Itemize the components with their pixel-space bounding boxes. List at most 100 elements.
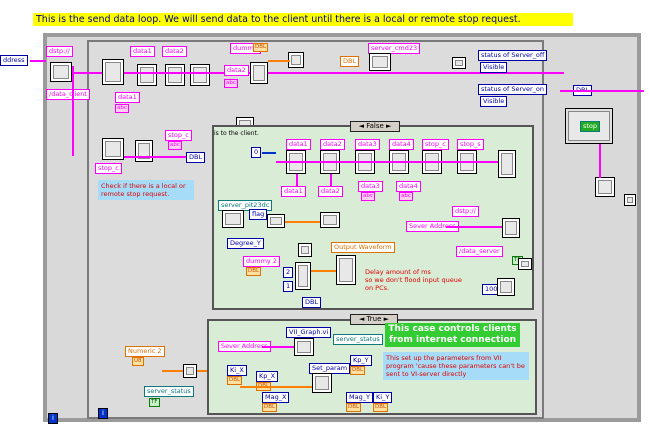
terminal-node[interactable] [595, 177, 615, 197]
index-node[interactable] [298, 243, 312, 257]
wire [296, 174, 298, 186]
wire [446, 226, 502, 228]
server-cmd-tag: server_cmd23 [368, 43, 421, 54]
or-node[interactable] [518, 258, 532, 270]
data1-row-tag: data1 [286, 139, 311, 150]
abc-indicator: abc [399, 192, 413, 201]
build-array-node[interactable] [267, 214, 285, 228]
server-on-tag: status of Server_on [478, 84, 548, 95]
mag-x-tag: Mag_X [262, 392, 290, 403]
data2-top-tag: data2 [162, 46, 187, 57]
waveform-chart-node[interactable] [336, 255, 356, 285]
wire [330, 174, 332, 186]
datasocket-read-node[interactable] [102, 138, 124, 160]
unbundle-node-4[interactable] [250, 62, 268, 84]
dbl-wire-label: DBL [302, 297, 322, 308]
data-client-constant[interactable]: /data_client [46, 89, 90, 100]
outer-loop-index-terminal: i [48, 413, 58, 424]
wire [124, 72, 564, 74]
unbundle-node-1[interactable] [137, 64, 157, 86]
unbundle-node-3[interactable] [190, 64, 210, 86]
case-false-intro: is to the client. [214, 130, 259, 137]
numeric2-tag[interactable]: Numeric 2 [125, 346, 165, 357]
wire [262, 346, 294, 348]
server-pit-tag: server_pit23dc [218, 200, 273, 211]
kp-x-tag: Kp_X [256, 371, 279, 382]
wire [268, 60, 290, 62]
set-param-node[interactable] [312, 373, 332, 393]
wire [72, 72, 102, 74]
tf-indicator: TF [149, 398, 160, 407]
data3-low-tag: data3 [358, 181, 383, 192]
wire [276, 161, 498, 163]
unbundle-node-5[interactable] [135, 140, 153, 162]
zero-constant-a[interactable]: 0 [251, 147, 262, 158]
vi-graph-tag: VII_Graph.vi [286, 327, 332, 338]
check-stop-note: Check if there is a local or remote stop… [98, 180, 194, 200]
wire [124, 156, 190, 158]
stop-condition-node[interactable] [624, 194, 636, 206]
multiply-node[interactable] [320, 212, 340, 228]
mag-y-tag: Mag_Y [346, 392, 373, 403]
vi-graph-node[interactable] [294, 338, 314, 356]
dstp-constant-2[interactable]: dstp:// [452, 206, 479, 217]
unbundle-node-2[interactable] [165, 64, 185, 86]
datasocket-write-node[interactable] [498, 150, 516, 178]
stop-s-row-tag: stop_s [457, 139, 484, 150]
address-input-tag[interactable]: ddress [0, 55, 28, 66]
stop-right-tag[interactable]: stop [580, 121, 601, 132]
compare-node-2[interactable] [183, 364, 197, 378]
array-subset-node[interactable] [295, 262, 311, 290]
not-node[interactable] [452, 57, 466, 69]
data3-row-tag: data3 [355, 139, 380, 150]
data4-row-tag: data4 [389, 139, 414, 150]
dbl-indicator: DBL [227, 376, 243, 385]
table-node[interactable] [369, 53, 391, 71]
wait-ms-node[interactable] [497, 278, 515, 296]
data-server-constant[interactable]: /data_server [456, 246, 503, 257]
visible-tag-1: Visible [480, 62, 508, 73]
dbl-indicator: DBL [253, 43, 269, 52]
dummy2-tag: dummy 2 [243, 256, 280, 267]
one-constant[interactable]: 1 [283, 281, 294, 292]
degree-y-tag: Degree_Y [227, 238, 264, 249]
dbl-indicator: DBL [262, 403, 278, 412]
datasocket-open-node[interactable] [102, 59, 124, 85]
wire [285, 221, 320, 223]
abc-indicator: abc [168, 141, 182, 150]
dbl-indicator: DBL [346, 403, 362, 412]
data1-mid-tag: data1 [115, 92, 140, 103]
wire [72, 66, 74, 156]
visible-tag-2: Visible [480, 96, 508, 107]
data2-low-tag: data2 [318, 186, 343, 197]
abc-indicator: abc [115, 104, 129, 113]
dbl-constant: DBL [340, 56, 360, 67]
ki-x-tag: Ki_X [227, 365, 247, 376]
stop-c-tag-b: stop_c [95, 163, 122, 174]
data4-low-tag: data4 [396, 181, 421, 192]
data2-row-tag: data2 [320, 139, 345, 150]
array-node[interactable] [288, 52, 304, 68]
server-off-tag: status of Server_off [478, 50, 548, 61]
ki-y-tag: Ki_Y [373, 392, 393, 403]
concatenate-node-2[interactable] [502, 218, 520, 238]
case-selector-true[interactable]: ◄ True ► [350, 314, 398, 325]
two-constant[interactable]: 2 [283, 267, 294, 278]
data1-low-tag: data1 [281, 186, 306, 197]
u8-indicator: U8 [132, 357, 144, 366]
banner-comment: This is the send data loop. We will send… [33, 13, 573, 26]
output-waveform-tag: Output Waveform [331, 242, 395, 253]
wire [30, 60, 46, 62]
abc-indicator: abc [361, 192, 375, 201]
server-table-node[interactable] [222, 210, 244, 228]
server-status-tag-2: server_status [333, 334, 383, 345]
stop-c-tag-a: stop_c [165, 130, 192, 141]
stop-c-row-tag: stop_c [422, 139, 449, 150]
concatenate-node[interactable] [50, 62, 72, 82]
wire [560, 90, 644, 92]
dbl-indicator: DBL [373, 403, 389, 412]
wire [262, 152, 276, 154]
dstp-constant[interactable]: dstp:// [46, 46, 73, 57]
delay-note: Delay amount of ms so we don't flood inp… [365, 268, 462, 292]
case-selector-false[interactable]: ◄ False ► [350, 121, 400, 132]
